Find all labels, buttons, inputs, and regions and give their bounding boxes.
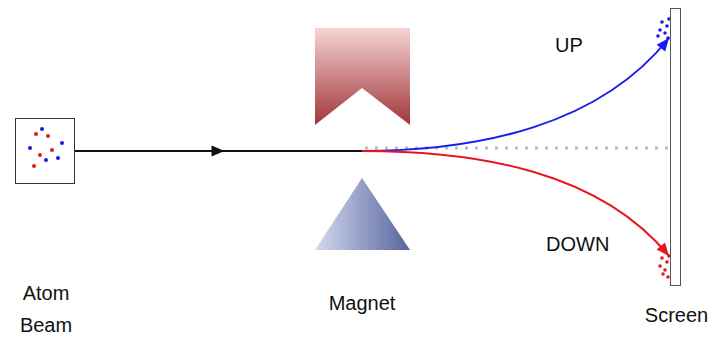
deflected-beam [362, 151, 669, 256]
node-label: Atom Beam [0, 277, 96, 341]
up-hits [656, 17, 671, 40]
node-label: Screen [626, 299, 727, 331]
screen-plate: Screen [670, 8, 681, 286]
arrow-head [656, 242, 669, 256]
magnet-south [315, 178, 410, 250]
beam-label: DOWN [544, 232, 611, 256]
beam-line [75, 150, 362, 152]
magnet-north [315, 28, 410, 125]
atom-dots [28, 127, 64, 168]
arrow-head [657, 38, 669, 52]
beam-line [75, 150, 362, 152]
down-hits [658, 254, 671, 279]
magnet-label: Magnet [312, 287, 412, 319]
atom-source-box: Atom Beam [15, 118, 75, 184]
deflected-beam [362, 38, 669, 151]
beam-path [75, 151, 669, 256]
beam-label: UP [553, 33, 585, 57]
